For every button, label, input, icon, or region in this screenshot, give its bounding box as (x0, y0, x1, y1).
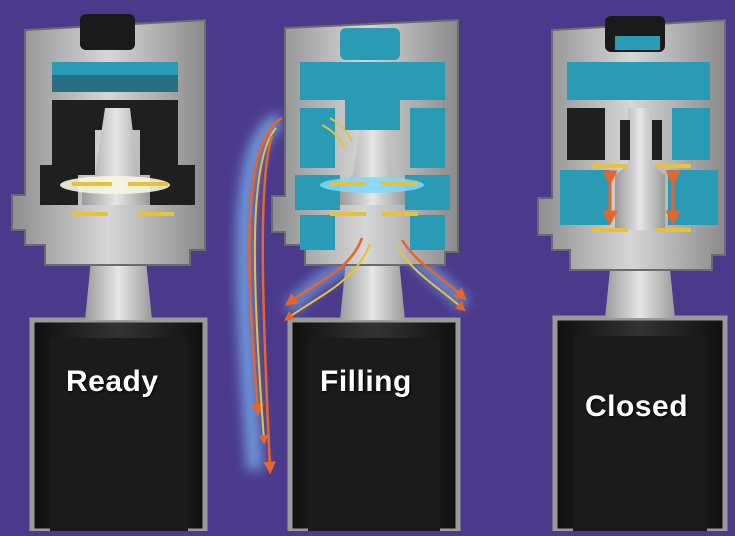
stage-label-closed: Closed (585, 390, 688, 424)
stage-label-filling: Filling (320, 365, 412, 399)
valve-ready (12, 14, 205, 531)
seal (72, 182, 112, 186)
valve-cap (80, 14, 135, 50)
valve-filling (244, 20, 465, 531)
valve-cap (340, 28, 400, 60)
stage-label-ready: Ready (66, 365, 159, 399)
seal (330, 182, 366, 186)
fluid-chamber (567, 62, 710, 100)
valve-closed (538, 16, 725, 531)
seal (592, 164, 628, 168)
